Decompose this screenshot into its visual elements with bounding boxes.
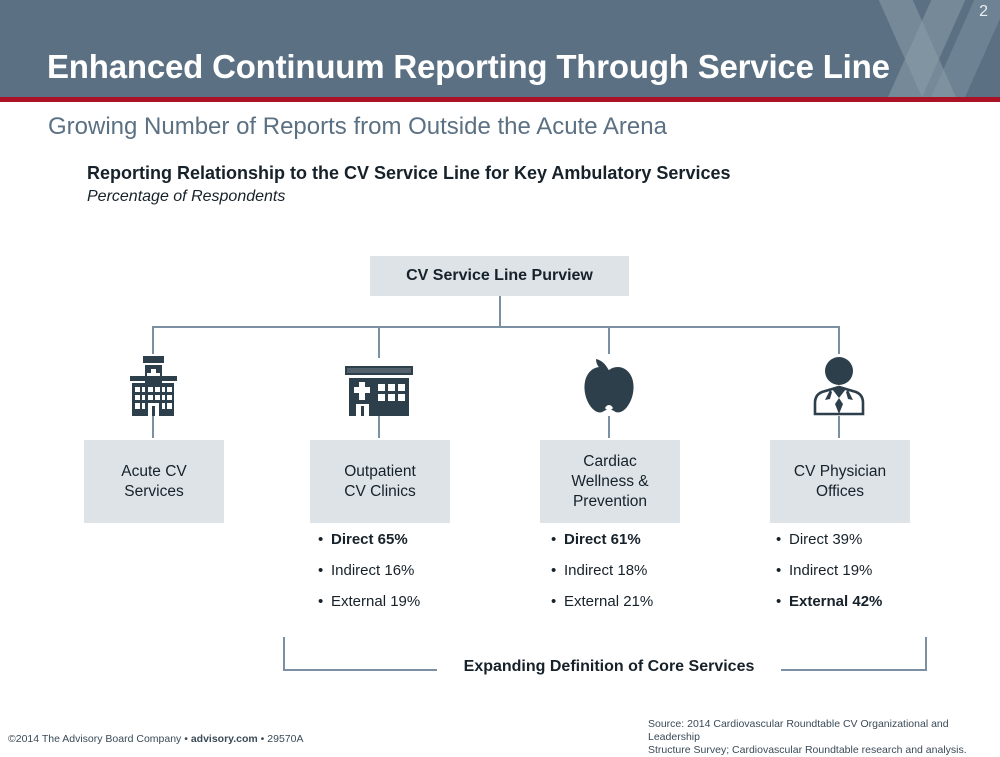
bullet-dot-icon: •: [776, 593, 782, 610]
connector-bus: [153, 326, 840, 328]
list-item: • Direct 39%: [776, 531, 951, 548]
bullet-dot-icon: •: [551, 562, 557, 579]
source-line: Source: 2014 Cardiovascular Roundtable C…: [648, 718, 949, 743]
bullet-dot-icon: •: [776, 562, 782, 579]
stat-value: Indirect 19%: [789, 562, 873, 579]
page-number: 2: [979, 3, 988, 20]
stats-list-outpatient-cv-clinics: • Direct 65% • Indirect 16% • External 1…: [318, 531, 493, 624]
node-label-line: Wellness &: [571, 472, 649, 490]
node-label-line: Prevention: [572, 492, 648, 510]
footer-copyright-pre: ©2014 The Advisory Board Company •: [8, 733, 191, 745]
list-item: • Direct 65%: [318, 531, 493, 548]
stat-value: Direct 61%: [564, 531, 641, 548]
connector-icon-stem-1: [152, 416, 154, 438]
node-box-acute-cv-services: Acute CV Services: [84, 440, 224, 523]
stat-value: External 19%: [331, 593, 421, 610]
apple-icon: [539, 354, 679, 416]
connector-drop-4: [838, 326, 840, 354]
node-label-line: Cardiac: [583, 452, 637, 470]
hospital-icon: [83, 354, 223, 416]
page-title: Enhanced Continuum Reporting Through Ser…: [47, 48, 890, 85]
node-box-cardiac-wellness-prevention: Cardiac Wellness & Prevention: [540, 440, 680, 523]
list-item: • Indirect 18%: [551, 562, 726, 579]
list-item: • External 42%: [776, 593, 951, 610]
node-label-line: Services: [124, 482, 184, 500]
node-label-line: Offices: [816, 482, 864, 500]
connector-root-stem: [499, 296, 501, 327]
connector-drop-1: [152, 326, 154, 354]
header-divider: [0, 97, 1000, 102]
bracket-label: Expanding Definition of Core Services: [437, 658, 781, 676]
connector-icon-stem-3: [608, 416, 610, 438]
list-item: • Direct 61%: [551, 531, 726, 548]
bracket-left-arm: [283, 637, 285, 670]
bullet-dot-icon: •: [318, 531, 324, 548]
root-node-label: CV Service Line Purview: [406, 267, 593, 284]
list-item: • Indirect 16%: [318, 562, 493, 579]
node-label-line: CV Clinics: [344, 482, 416, 500]
stats-list-cv-physician-offices: • Direct 39% • Indirect 19% • External 4…: [776, 531, 951, 624]
chart-heading: Reporting Relationship to the CV Service…: [87, 163, 731, 183]
bullet-dot-icon: •: [318, 593, 324, 610]
node-box-cv-physician-offices: CV Physician Offices: [770, 440, 910, 523]
root-node-box: CV Service Line Purview: [370, 256, 629, 296]
footer-brand-link[interactable]: advisory.com: [190, 733, 258, 745]
stat-value: Direct 39%: [789, 531, 863, 548]
stat-value: External 21%: [564, 593, 654, 610]
bullet-dot-icon: •: [551, 531, 557, 548]
bracket-right-arm: [925, 637, 927, 670]
bullet-dot-icon: •: [776, 531, 782, 548]
connector-icon-stem-2: [378, 416, 380, 438]
stat-value: Indirect 16%: [331, 562, 415, 579]
stats-list-cardiac-wellness-prevention: • Direct 61% • Indirect 18% • External 2…: [551, 531, 726, 624]
footer-copyright-post: • 29570A: [257, 733, 304, 745]
stat-value: External 42%: [789, 593, 883, 610]
header-band: 2: [0, 0, 1000, 97]
node-label-line: Outpatient: [344, 462, 416, 480]
node-box-outpatient-cv-clinics: Outpatient CV Clinics: [310, 440, 450, 523]
connector-icon-stem-4: [838, 416, 840, 438]
source-note: Source: 2014 Cardiovascular Roundtable C…: [648, 718, 998, 757]
connector-drop-3: [608, 326, 610, 354]
stat-value: Indirect 18%: [564, 562, 648, 579]
physician-icon: [769, 354, 909, 416]
footer-copyright: ©2014 The Advisory Board Company • advis…: [8, 733, 303, 745]
list-item: • Indirect 19%: [776, 562, 951, 579]
list-item: • External 21%: [551, 593, 726, 610]
node-label-line: Acute CV: [121, 462, 187, 480]
source-line: Structure Survey; Cardiovascular Roundta…: [648, 744, 967, 756]
connector-drop-2: [378, 326, 380, 358]
node-label-line: CV Physician: [793, 462, 887, 480]
bullet-dot-icon: •: [551, 593, 557, 610]
clinic-icon: [309, 354, 449, 416]
bullet-dot-icon: •: [318, 562, 324, 579]
list-item: • External 19%: [318, 593, 493, 610]
chart-subheading: Percentage of Respondents: [87, 188, 286, 205]
stat-value: Direct 65%: [331, 531, 408, 548]
slide-subtitle: Growing Number of Reports from Outside t…: [48, 113, 667, 140]
